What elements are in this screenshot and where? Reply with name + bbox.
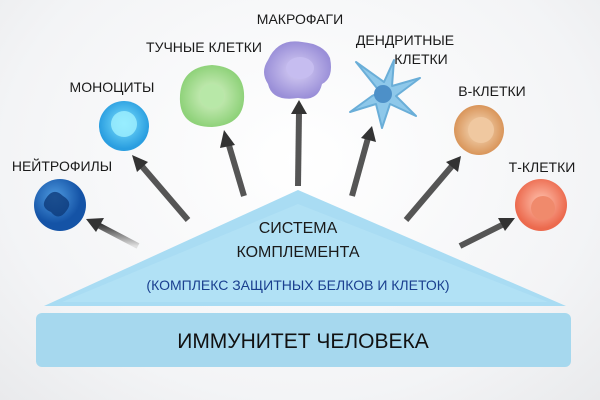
label-monocytes: МОНОЦИТЫ	[70, 79, 155, 95]
complement-subtitle: (КОМПЛЕКС ЗАЩИТНЫХ БЕЛКОВ И КЛЕТОК)	[146, 277, 449, 293]
mast-cell-icon	[179, 65, 245, 127]
label-dendritic-1: ДЕНДРИТНЫЕ	[356, 32, 454, 48]
arrows	[86, 100, 515, 249]
monocyte-cell-icon	[99, 101, 149, 151]
arrow-neutrophils	[94, 221, 140, 249]
macrophage-cell-icon	[264, 41, 331, 99]
label-neutrophils: НЕЙТРОФИЛЫ	[12, 157, 112, 174]
label-dendritic-2: КЛЕТКИ	[394, 51, 447, 67]
t-cell-icon	[515, 179, 567, 231]
label-macrophages: МАКРОФАГИ	[257, 11, 343, 27]
b-cell-icon	[454, 105, 504, 155]
label-b-cells: В-КЛЕТКИ	[458, 83, 525, 99]
complement-line1: СИСТЕМА	[259, 220, 338, 237]
arrow-dendritic	[349, 137, 371, 197]
label-mast-cells: ТУЧНЫЕ КЛЕТКИ	[146, 39, 262, 55]
immunity-bar	[36, 313, 571, 367]
arrow-macrophages	[295, 111, 302, 187]
dendritic-cell-icon	[349, 59, 421, 129]
arrow-mast	[225, 141, 247, 197]
immunity-title: ИММУНИТЕТ ЧЕЛОВЕКА	[177, 330, 429, 353]
neutrophil-cell-icon	[34, 179, 86, 231]
arrow-monocytes	[137, 162, 191, 222]
arrow-bcells	[403, 164, 455, 222]
label-t-cells: Т-КЛЕТКИ	[509, 159, 576, 175]
arrow-tcells	[458, 221, 506, 249]
complement-line2: КОМПЛЕМЕНТА	[236, 244, 359, 261]
